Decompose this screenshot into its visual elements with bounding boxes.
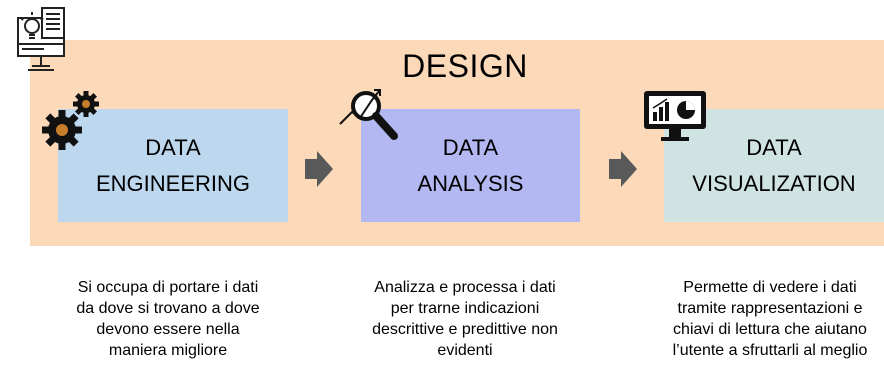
description-line: tramite rappresentazioni e — [677, 300, 863, 317]
magnifier-chart-icon — [339, 89, 398, 140]
description-line: Permette di vedere i dati — [683, 279, 857, 296]
diagram-title: DESIGN — [402, 48, 528, 84]
description-line: chiavi di lettura che aiutano — [673, 321, 867, 338]
description-line: per trarne indicazioni — [390, 300, 540, 317]
analysis-title-line-2: ANALYSIS — [417, 170, 524, 196]
description-line: Si occupa di portare i dati — [77, 279, 259, 296]
description-line: maniera migliore — [108, 342, 228, 359]
analysis-description: Analizza e processa i dati per trarne in… — [345, 277, 585, 361]
data-analysis-box: DATA ANALYSIS — [361, 109, 580, 222]
gears-icon — [42, 91, 99, 150]
flow-arrow-2 — [609, 151, 637, 187]
description-line: Analizza e processa i dati — [374, 279, 556, 296]
visualization-description: Permette di vedere i dati tramite rappre… — [640, 277, 884, 361]
data-engineering-box: DATA ENGINEERING — [58, 109, 288, 222]
description-line: l’utente a sfruttarli al meglio — [672, 342, 868, 359]
description-line: devono essere nella — [96, 321, 240, 338]
description-line: evidenti — [437, 342, 493, 359]
analysis-title-line-1: DATA — [442, 134, 499, 160]
engineering-description: Si occupa di portare i dati da dove si t… — [48, 277, 288, 361]
engineering-title-line-1: DATA — [145, 134, 201, 160]
description-line: descrittive e predittive non — [372, 321, 558, 338]
design-idea-icon — [17, 7, 65, 71]
visualization-title-line-1: DATA — [746, 134, 802, 160]
visualization-title-line-2: VISUALIZATION — [692, 170, 856, 196]
engineering-title-line-2: ENGINEERING — [95, 170, 251, 196]
flow-arrow-1 — [305, 151, 333, 187]
monitor-chart-icon — [644, 91, 706, 141]
description-line: da dove si trovano a dove — [76, 300, 260, 317]
